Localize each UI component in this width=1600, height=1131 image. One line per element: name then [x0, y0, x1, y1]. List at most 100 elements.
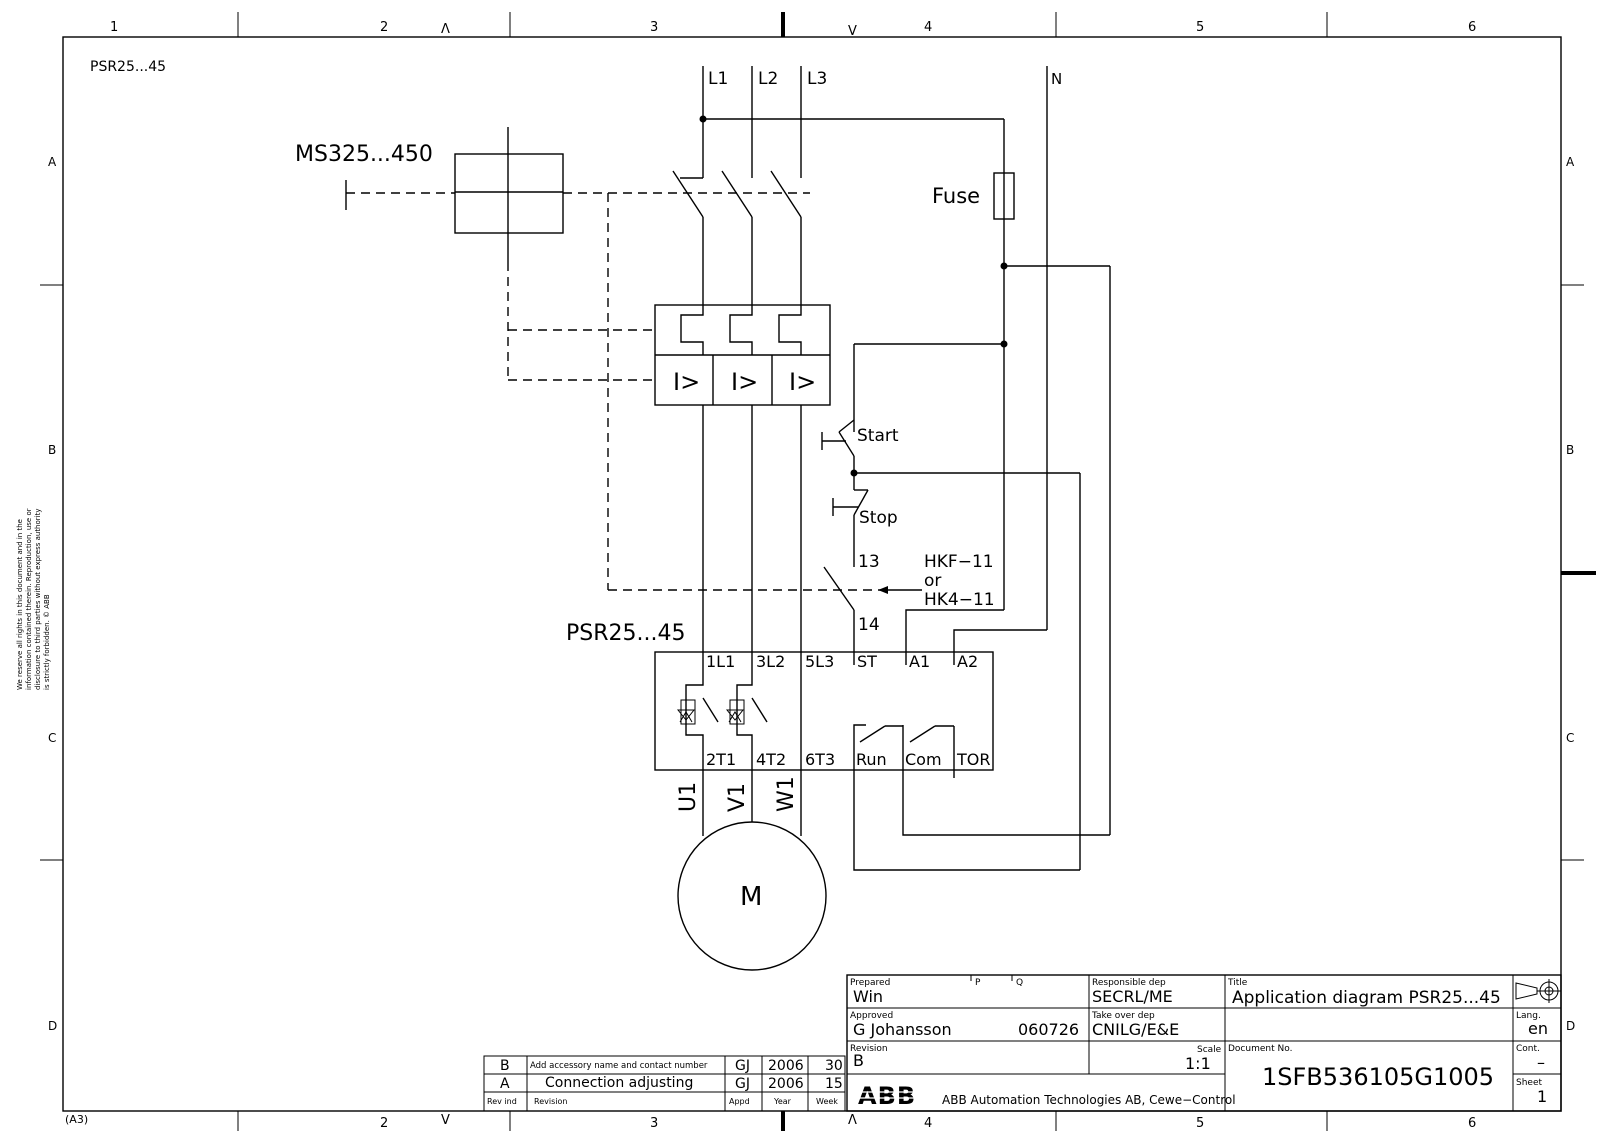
revision-row-b-week: 30: [825, 1058, 843, 1074]
lambda-mark-bottom: Λ: [848, 1113, 857, 1128]
phase-v1: V1: [725, 783, 750, 812]
approved-date: 060726: [1018, 1020, 1079, 1039]
revision-row-a-appd: GJ: [735, 1076, 750, 1092]
motor-symbol: [677, 821, 827, 971]
terminal-a2: A2: [957, 652, 978, 671]
copyright-notice: We reserve all rights in this document a…: [16, 508, 51, 690]
row-marker-a-right: A: [1566, 155, 1575, 169]
row-marker-c-right: C: [1566, 731, 1574, 745]
paper-size: (A3): [65, 1113, 88, 1126]
sheet-value: 1: [1537, 1087, 1547, 1106]
revision-row-a-rev: A: [500, 1076, 510, 1092]
column-marker-3: 3: [650, 20, 658, 35]
projection-symbol-icon: [1515, 979, 1561, 1003]
aux-contact-name2: HK4−11: [924, 590, 995, 610]
column-marker-bottom-3: 3: [650, 1116, 658, 1131]
revision-row-b-text: Add accessory name and contact number: [530, 1061, 708, 1071]
a2-wire: [953, 629, 1047, 652]
cont-value: –: [1537, 1053, 1545, 1072]
column-marker-bottom-2: 2: [380, 1116, 388, 1131]
doc-no-caption: Document No.: [1228, 1044, 1292, 1054]
start-stop-circuit: [821, 419, 1081, 870]
phase-u1: U1: [676, 782, 701, 812]
row-marker-d-left: D: [48, 1019, 57, 1033]
svg-text:information contained therein.: information contained therein. Reproduct…: [25, 508, 33, 690]
softstarter-label: PSR25...45: [566, 621, 686, 646]
overload-trip-block: [654, 304, 831, 406]
terminal-4t2: 4T2: [756, 750, 786, 769]
revision-header-rev: Rev ind: [487, 1097, 517, 1106]
drawing-title: Application diagram PSR25...45: [1232, 988, 1501, 1008]
terminal-a1: A1: [909, 652, 930, 671]
motor-label: M: [740, 882, 762, 912]
title-caption: Title: [1227, 978, 1248, 988]
title-block: [846, 974, 1562, 1112]
q-caption: Q: [1016, 978, 1023, 988]
revision-header-revision: Revision: [534, 1097, 567, 1106]
column-marker-1: 1: [110, 20, 118, 35]
svg-text:We reserve all rights in this: We reserve all rights in this document a…: [16, 519, 24, 690]
row-marker-c-left: C: [48, 731, 56, 745]
svg-text:is strictly forbidden. © ABB: is strictly forbidden. © ABB: [43, 594, 51, 690]
scale-value: 1:1: [1185, 1054, 1211, 1073]
terminal-5l3: 5L3: [805, 652, 834, 671]
p-caption: P: [975, 978, 981, 988]
column-marker-6: 6: [1468, 20, 1476, 35]
revision-row-b-rev: B: [500, 1058, 510, 1074]
stop-label: Stop: [859, 508, 898, 528]
terminal-com: Com: [905, 750, 942, 769]
circuit-breaker-symbol: [345, 127, 922, 594]
column-marker-bottom-4: 4: [924, 1116, 932, 1131]
vee-mark-bottom: V: [441, 1113, 450, 1128]
terminal-6t3: 6T3: [805, 750, 835, 769]
column-marker-4: 4: [924, 20, 932, 35]
responsible-dep-caption: Responsible dep: [1092, 978, 1166, 988]
overload-symbol-1: I>: [673, 368, 700, 396]
take-over-value: CNILG/E&E: [1092, 1020, 1179, 1039]
prepared-caption: Prepared: [850, 978, 890, 988]
phase-w1: W1: [774, 776, 799, 812]
lang-caption: Lang.: [1516, 1011, 1541, 1021]
terminal-st: ST: [857, 652, 877, 671]
revision-row-a-year: 2006: [768, 1076, 804, 1092]
column-marker-2: 2: [380, 20, 388, 35]
take-over-caption: Take over dep: [1091, 1011, 1155, 1021]
neutral-label: N: [1051, 70, 1062, 88]
revision-header-year: Year: [773, 1097, 792, 1106]
company-name: ABB Automation Technologies AB, Cewe−Con…: [942, 1093, 1236, 1107]
column-marker-bottom-5: 5: [1196, 1116, 1204, 1131]
abb-logo: ABB: [856, 1082, 922, 1110]
softstarter-body: [654, 651, 994, 771]
aux-contact-or: or: [924, 571, 941, 591]
terminal-2t1: 2T1: [706, 750, 736, 769]
sheet-caption: Sheet: [1516, 1078, 1542, 1088]
supply-l1-label: L1: [708, 69, 728, 89]
terminal-tor: TOR: [956, 750, 990, 769]
start-label: Start: [857, 426, 899, 446]
fuse-label: Fuse: [932, 184, 980, 208]
revision-value: B: [853, 1051, 864, 1070]
terminal-1l1: 1L1: [706, 652, 735, 671]
motor-wiring: [702, 770, 802, 836]
scale-caption: Scale: [1197, 1045, 1222, 1055]
terminal-3l2: 3L2: [756, 652, 785, 671]
cont-caption: Cont.: [1516, 1044, 1540, 1054]
breaker-label: MS325...450: [295, 142, 433, 167]
svg-text:ABB: ABB: [858, 1082, 916, 1110]
vee-mark-top: V: [848, 24, 857, 39]
revision-row-a-text: Connection adjusting: [545, 1075, 693, 1091]
responsible-dep-value: SECRL/ME: [1092, 987, 1173, 1006]
overload-symbol-3: I>: [789, 368, 816, 396]
terminal-run: Run: [856, 750, 887, 769]
row-marker-d-right: D: [1566, 1019, 1575, 1033]
revision-header-week: Week: [816, 1097, 838, 1106]
lang-value: en: [1528, 1019, 1548, 1038]
prepared-value: Win: [853, 987, 883, 1006]
overload-symbol-2: I>: [731, 368, 758, 396]
revision-table: [483, 1055, 846, 1112]
column-marker-bottom-6: 6: [1468, 1116, 1476, 1131]
approved-caption: Approved: [850, 1011, 893, 1021]
approved-value: G Johansson: [853, 1020, 952, 1039]
revision-row-a-week: 15: [825, 1076, 843, 1092]
